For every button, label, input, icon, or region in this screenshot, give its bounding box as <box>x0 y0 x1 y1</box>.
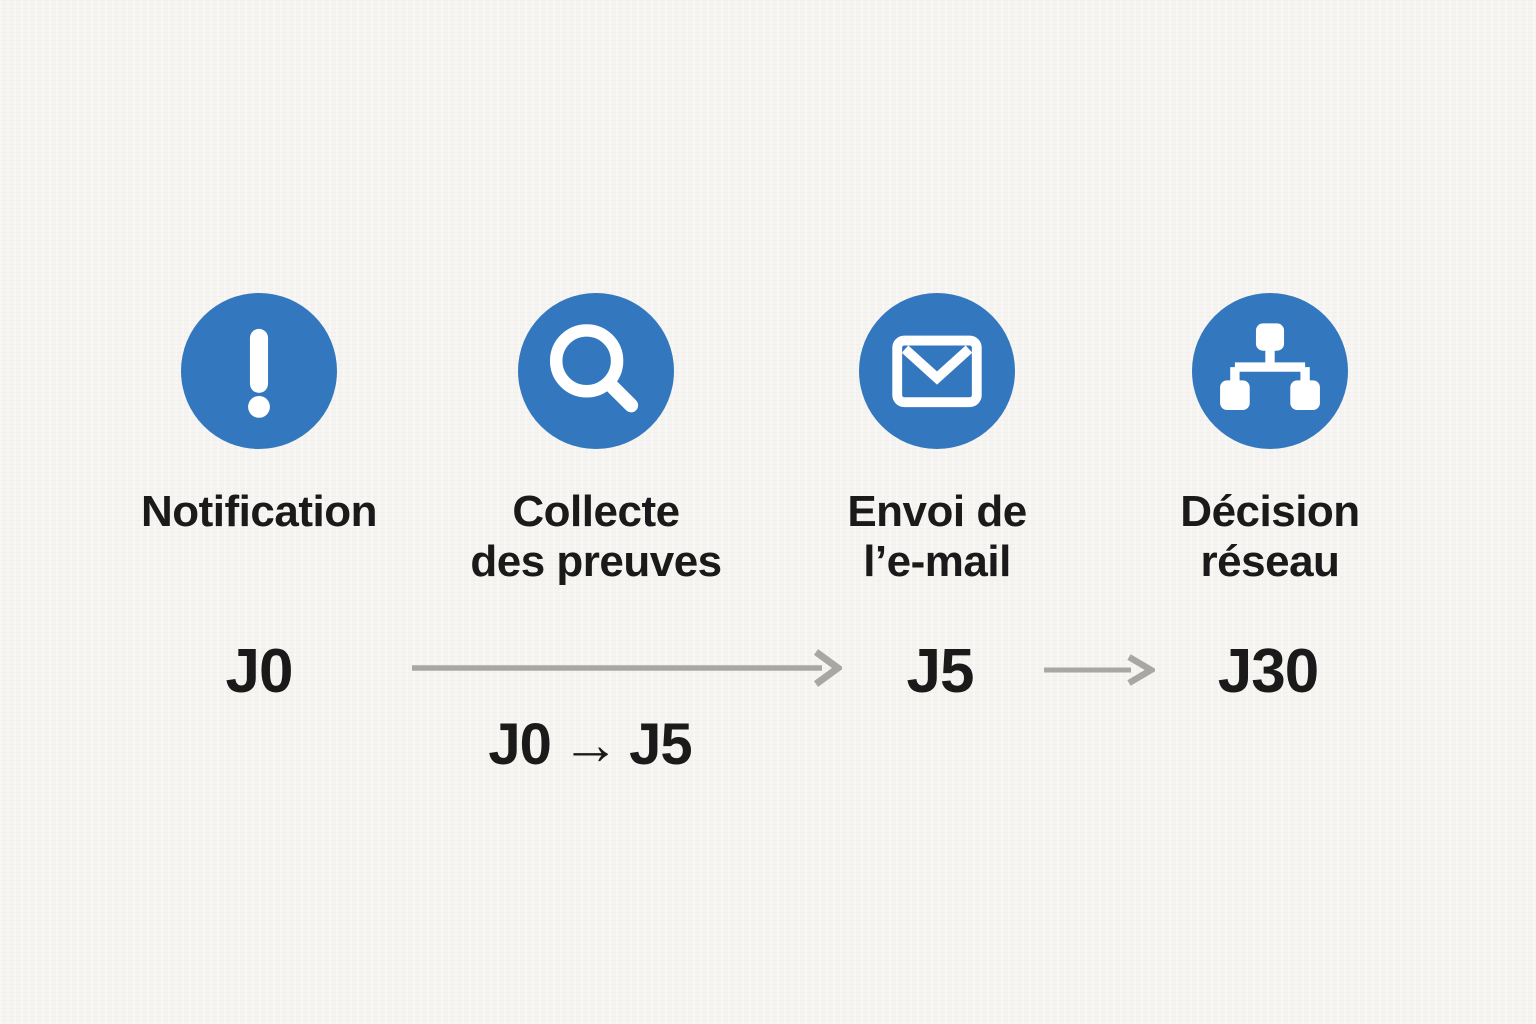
milestone-j5: J5 <box>906 637 975 706</box>
milestone-j30: J30 <box>1217 637 1319 706</box>
step-label-line: l’e-mail <box>863 537 1011 586</box>
envelope-icon <box>892 335 982 408</box>
step-label-line: Notification <box>141 487 377 536</box>
step-circle-notification <box>181 293 337 449</box>
step-circle-envoi <box>859 293 1015 449</box>
step-circle-collecte <box>518 293 674 449</box>
segment-label-j0-j5: J0 → J5 <box>488 712 692 777</box>
step-label-notification: Notification <box>89 487 429 537</box>
exclamation-icon <box>248 328 270 418</box>
step-label-line: Décision <box>1180 487 1360 536</box>
step-label-decision: Décision réseau <box>1100 487 1440 587</box>
short-right-arrow-icon <box>1044 654 1155 686</box>
network-icon <box>1220 323 1320 410</box>
step-label-line: des preuves <box>470 537 722 586</box>
milestone-j0: J0 <box>225 637 294 706</box>
long-right-arrow-icon <box>412 649 842 687</box>
magnifier-icon <box>549 324 639 413</box>
step-label-line: Envoi de <box>847 487 1027 536</box>
step-label-line: Collecte <box>512 487 680 536</box>
step-label-collecte: Collecte des preuves <box>426 487 766 587</box>
step-circle-decision <box>1192 293 1348 449</box>
step-label-envoi: Envoi de l’e-mail <box>767 487 1107 587</box>
step-label-line: réseau <box>1200 537 1340 586</box>
